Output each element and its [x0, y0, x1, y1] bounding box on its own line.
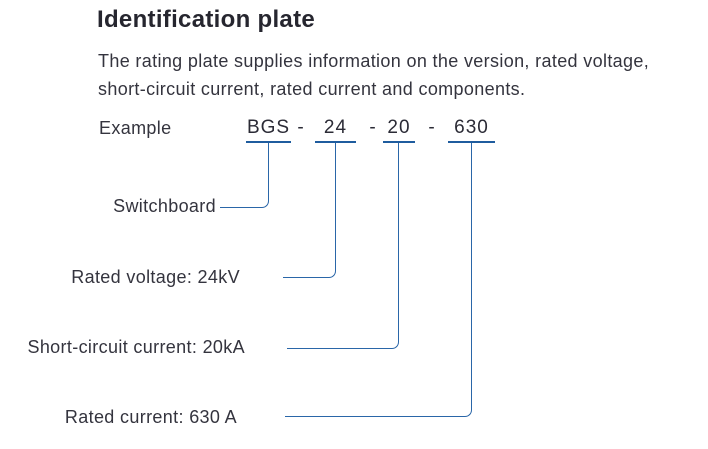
connector-line-short-circuit-current	[287, 143, 399, 349]
code-separator-2: -	[369, 117, 377, 138]
callout-switchboard: Switchboard	[113, 196, 216, 216]
code-segment-rated-current: 630	[448, 116, 495, 143]
code-segment-short-circuit-current: 20	[383, 116, 415, 143]
intro-text: The rating plate supplies information on…	[98, 47, 649, 103]
page-title: Identification plate	[97, 6, 316, 33]
code-separator-3: -	[428, 117, 436, 138]
callout-rated-voltage: Rated voltage: 24kV	[71, 267, 240, 287]
code-segment-rated-voltage: 24	[315, 116, 356, 143]
example-label: Example	[99, 118, 172, 138]
connector-line-switchboard	[220, 143, 269, 208]
callout-rated-current: Rated current: 630 A	[64, 407, 237, 427]
intro-line-1: The rating plate supplies information on…	[98, 51, 650, 71]
callout-short-circuit-current: Short-circuit current: 20kA	[27, 337, 245, 357]
intro-line-2: short-circuit current, rated current and…	[98, 79, 526, 99]
code-segment-version: BGS	[246, 116, 291, 143]
connector-line-rated-voltage	[283, 143, 336, 278]
code-separator-1: -	[297, 117, 305, 138]
connector-line-rated-current	[285, 143, 472, 417]
